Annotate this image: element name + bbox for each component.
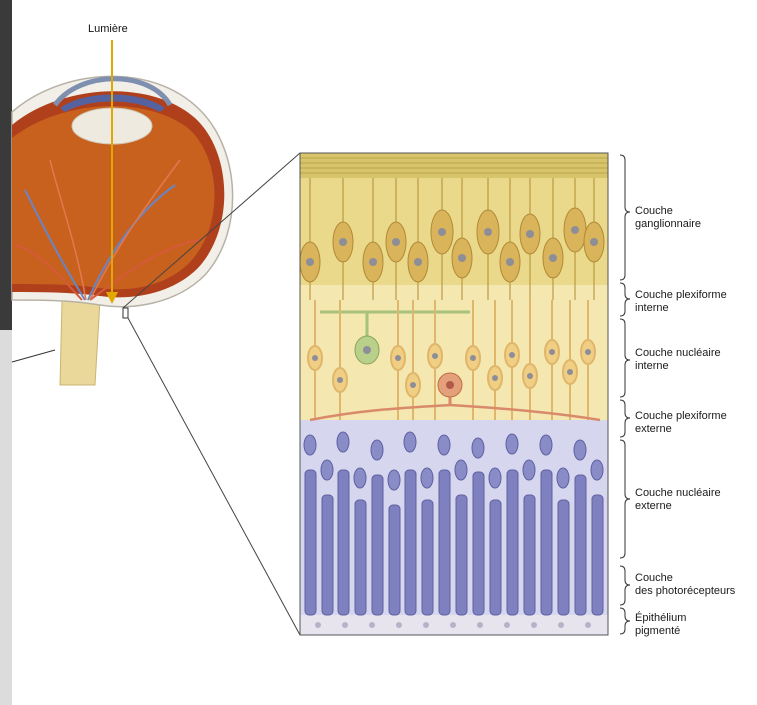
brace-outer-plexiform — [619, 399, 631, 438]
fiber-lines — [300, 157, 608, 174]
nerve-fiber-band — [300, 153, 608, 178]
layer-label-outer-nuclear: Couche nucléaire externe — [635, 487, 721, 512]
brace-pigment — [619, 607, 631, 635]
light-label: Lumière — [88, 23, 128, 35]
brace-inner-plexiform — [619, 282, 631, 317]
page-edge-light — [0, 330, 12, 705]
bipolar-nuclei — [312, 349, 591, 388]
photoreceptor-somata — [303, 431, 604, 491]
optic-nerve — [59, 299, 101, 386]
photoreceptor-layer — [300, 420, 608, 615]
blood-vessel — [14, 244, 83, 301]
amacrine-cell — [320, 310, 470, 365]
brace-photoreceptors — [619, 565, 631, 606]
brace-inner-nuclear — [619, 318, 631, 398]
photoreceptors — [304, 469, 604, 616]
ganglion-nuclei — [306, 226, 598, 266]
vitreous-body — [12, 106, 215, 290]
inner-layers — [300, 285, 608, 420]
blood-vessel — [87, 184, 176, 301]
pigment-dots — [315, 622, 591, 628]
blood-vessel — [89, 159, 181, 301]
blood-vessel — [24, 189, 86, 301]
layer-label-inner-plexiform: Couche plexiforme interne — [635, 289, 727, 314]
brace-outer-nuclear — [619, 439, 631, 559]
detail-marker — [122, 307, 129, 319]
bipolar-cells — [307, 300, 596, 420]
eye-cross-section — [11, 40, 234, 386]
brace-ganglion — [619, 154, 631, 281]
retina-detail-panel — [299, 152, 609, 636]
blood-vessel — [89, 239, 201, 301]
layer-label-pigment-epithelium: Épithélium pigmenté — [635, 612, 687, 637]
horizontal-cell — [309, 372, 601, 422]
leader-line — [11, 349, 56, 363]
iris — [60, 94, 165, 112]
cornea — [52, 76, 173, 107]
layer-label-outer-plexiform: Couche plexiforme externe — [635, 410, 727, 435]
layer-braces — [619, 154, 631, 635]
page-edge-dark — [0, 0, 12, 330]
layer-label-inner-nuclear: Couche nucléaire interne — [635, 347, 721, 372]
zoom-line-top — [122, 152, 301, 309]
light-ray-arrowhead — [106, 292, 118, 304]
panel-border — [299, 152, 609, 636]
zoom-line-bottom — [127, 317, 301, 636]
blood-vessel — [49, 159, 87, 301]
layer-label-ganglion: Couche ganglionnaire — [635, 205, 702, 230]
layer-label-photoreceptors: Couche des photorécepteurs — [635, 572, 736, 597]
